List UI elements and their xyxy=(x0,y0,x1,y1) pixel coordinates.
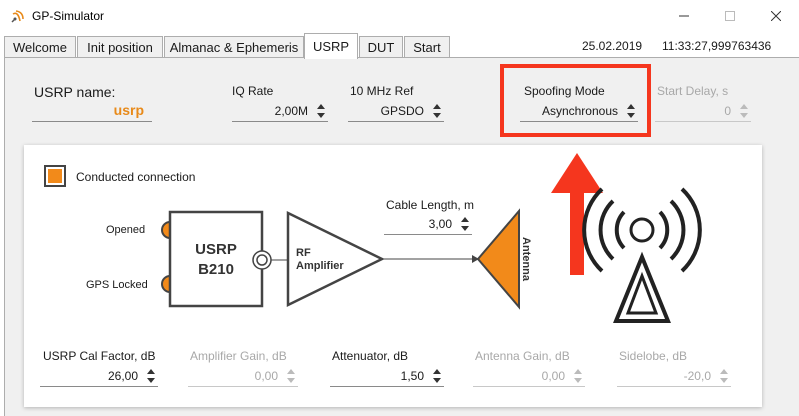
gps-locked-label: GPS Locked xyxy=(86,279,148,291)
satellite-dish-icon xyxy=(11,10,24,23)
title-bar: GP-Simulator xyxy=(0,0,799,32)
spoofing-mode-label: Spoofing Mode xyxy=(524,84,605,98)
maximize-icon xyxy=(725,11,735,21)
amplifier-gain-label: Amplifier Gain, dB xyxy=(190,349,287,363)
start-delay-value: 0 xyxy=(724,104,731,118)
spinner-arrows-icon[interactable] xyxy=(286,368,296,384)
cable-length-spinner[interactable]: 3,00 xyxy=(384,213,472,235)
amplifier-gain-value: 0,00 xyxy=(254,369,278,383)
signal-chain-diagram: USRP B210 RF Amplifier Antenna xyxy=(161,153,702,323)
tab-bar: Welcome Init position Almanac & Ephemeri… xyxy=(0,32,799,59)
spinner-arrows-icon[interactable] xyxy=(739,103,749,119)
conducted-connection-checkbox[interactable] xyxy=(44,165,66,187)
antenna-triangle xyxy=(476,208,520,310)
spoofing-mode-highlight xyxy=(500,64,651,137)
minimize-icon xyxy=(679,15,689,17)
ref-value: GPSDO xyxy=(380,104,424,118)
current-time: 11:33:27,999763436 xyxy=(662,39,772,53)
spinner-arrows-icon[interactable] xyxy=(432,368,442,384)
window-title: GP-Simulator xyxy=(32,9,105,23)
spinner-arrows-icon[interactable] xyxy=(573,368,583,384)
ref-label: 10 MHz Ref xyxy=(350,84,414,98)
usrp-box xyxy=(168,210,264,308)
spoofing-mode-select[interactable]: Asynchronous xyxy=(520,100,638,122)
connection-diagram-card: Conducted connection Opened GPS Locked C… xyxy=(24,145,762,407)
minimize-button[interactable] xyxy=(661,0,707,32)
usrp-cal-factor-spinner[interactable]: 26,00 xyxy=(40,365,158,387)
tab-start[interactable]: Start xyxy=(404,36,450,58)
rf-amplifier-line1: RF xyxy=(296,247,311,259)
iq-rate-spinner[interactable]: 2,00M xyxy=(232,100,328,122)
usrp-cal-factor-label: USRP Cal Factor, dB xyxy=(43,349,156,363)
usrp-name-value: usrp xyxy=(113,102,144,118)
sidelobe-label: Sidelobe, dB xyxy=(619,349,688,363)
sidelobe-value: -20,0 xyxy=(683,369,711,383)
close-button[interactable] xyxy=(753,0,799,32)
rf-amplifier-line2: Amplifier xyxy=(296,260,344,272)
red-up-arrow xyxy=(570,191,584,275)
antenna-gain-spinner[interactable]: 0,00 xyxy=(473,365,585,387)
conducted-connection-label: Conducted connection xyxy=(76,170,196,184)
usrp-box-line1: USRP xyxy=(195,241,237,258)
maximize-button[interactable] xyxy=(707,0,753,32)
spinner-arrows-icon[interactable] xyxy=(460,216,470,232)
spinner-arrows-icon[interactable] xyxy=(626,103,636,119)
tab-welcome[interactable]: Welcome xyxy=(4,36,76,58)
antenna-label: Antenna xyxy=(520,237,532,282)
antenna-gain-value: 0,00 xyxy=(541,369,565,383)
amplifier-gain-spinner[interactable]: 0,00 xyxy=(188,365,298,387)
cable-length-value: 3,00 xyxy=(428,217,452,231)
spinner-arrows-icon[interactable] xyxy=(146,368,156,384)
tab-init-position[interactable]: Init position xyxy=(77,36,163,58)
ref-select[interactable]: GPSDO xyxy=(348,100,444,122)
iq-rate-value: 2,00M xyxy=(274,104,308,118)
spinner-arrows-icon[interactable] xyxy=(432,103,442,119)
usrp-name-label: USRP name: xyxy=(34,84,116,100)
attenuator-value: 1,50 xyxy=(400,369,424,383)
close-icon xyxy=(771,11,781,21)
tab-usrp[interactable]: USRP xyxy=(304,33,358,59)
opened-label: Opened xyxy=(106,224,146,236)
rf-amplifier-triangle xyxy=(286,210,385,308)
tab-dut[interactable]: DUT xyxy=(359,36,403,58)
usrp-cal-factor-value: 26,00 xyxy=(107,369,138,383)
antenna-gain-label: Antenna Gain, dB xyxy=(475,349,570,363)
usrp-name-input[interactable]: usrp xyxy=(32,100,152,122)
start-delay-label: Start Delay, s xyxy=(657,84,729,98)
broadcast-tower-icon xyxy=(582,187,702,323)
sidelobe-spinner[interactable]: -20,0 xyxy=(617,365,731,387)
checkbox-checkmark xyxy=(48,169,62,183)
spinner-arrows-icon[interactable] xyxy=(316,103,326,119)
current-date: 25.02.2019 xyxy=(582,39,643,53)
start-delay-spinner[interactable]: 0 xyxy=(655,100,751,122)
usrp-box-line2: B210 xyxy=(198,261,234,278)
spinner-arrows-icon[interactable] xyxy=(719,368,729,384)
attenuator-spinner[interactable]: 1,50 xyxy=(330,365,444,387)
tab-almanac-ephemeris[interactable]: Almanac & Ephemeris xyxy=(164,36,304,58)
iq-rate-label: IQ Rate xyxy=(232,84,274,98)
spoofing-mode-value: Asynchronous xyxy=(541,104,618,118)
cable-length-label: Cable Length, m xyxy=(386,198,475,212)
attenuator-label: Attenuator, dB xyxy=(332,349,409,363)
